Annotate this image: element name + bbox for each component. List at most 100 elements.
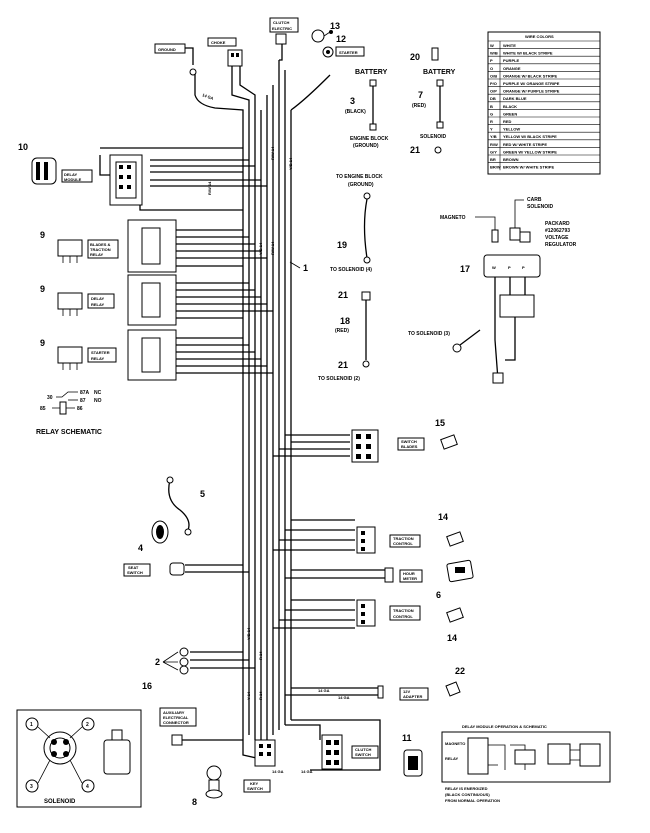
key-switch-label: KEY — [250, 781, 259, 786]
callout-20: 20 — [410, 52, 420, 62]
aux-label2: ELECTRICAL — [163, 715, 189, 720]
wire-color-code: W — [490, 43, 494, 48]
traction-control-1: TRACTION CONTROL 14 — [356, 512, 464, 554]
clutch-electric-connector: CLUTCH ELECTRIC — [269, 17, 299, 45]
adapter-12v: 14 GA 14 GA 12V ADAPTER 22 — [318, 666, 465, 701]
svg-text:W: W — [492, 265, 496, 270]
wire-color-name: WHITE — [503, 43, 516, 48]
wire-color-name: RED — [503, 119, 512, 124]
ground-connector: GROUND — [154, 43, 197, 76]
switch-blades: SWITCH BLADES 15 — [351, 418, 458, 463]
to-engine-ground-label: (GROUND) — [348, 182, 374, 188]
black-label: (BLACK) — [345, 109, 366, 115]
svg-text:RELAY IS ENERGIZED: RELAY IS ENERGIZED — [445, 786, 488, 791]
solenoid-term-2: 2 — [86, 722, 89, 728]
callout-11: 11 — [402, 733, 412, 743]
clutch-switch: CLUTCH SWITCH 14 GA — [301, 734, 379, 774]
delay-relay-label: DELAY — [91, 296, 105, 301]
callout-18: 18 — [340, 316, 350, 326]
callout-21a: 21 — [410, 145, 420, 155]
clutch-electric-label: CLUTCH — [273, 20, 290, 25]
seat-switch-label2: SWITCH — [127, 570, 143, 575]
callout-19: 19 — [337, 240, 347, 250]
battery-cables: BATTERY 3 (BLACK) ENGINE BLOCK (GROUND) … — [318, 47, 456, 382]
to-solenoid-2-label: TO SOLENOID (2) — [318, 376, 360, 382]
engine-ground-label: (GROUND) — [353, 143, 379, 149]
to-engine-block-label: TO ENGINE BLOCK — [336, 174, 383, 180]
traction-control-2: TRACTION CONTROL 14 — [356, 599, 464, 643]
wire-colors-title: WIRE COLORS — [525, 34, 554, 39]
key-switch-label2: SWITCH — [247, 786, 263, 791]
wire-code-4: Y/B 14 — [258, 242, 263, 255]
wire-color-code: B — [490, 104, 493, 109]
aux-connector: AUXILIARY ELECTRICAL CONNECTOR — [159, 707, 197, 746]
wire-code-7: R 14 — [258, 651, 263, 660]
wire-code-8: Y 14 — [246, 691, 251, 700]
callout-14b: 14 — [447, 633, 457, 643]
callout-5: 5 — [200, 489, 205, 499]
adapter-label: 12V — [403, 689, 410, 694]
blades-relay-label2: TRACTION — [90, 247, 111, 252]
seat-switch-label: SEAT — [128, 565, 139, 570]
pin-85: 85 — [40, 406, 46, 412]
callout-16: 16 — [142, 681, 152, 691]
wire-color-code: BR/W — [490, 165, 501, 170]
delay-module-label2: MODULE — [64, 177, 82, 182]
wire-color-name: BLACK — [503, 104, 517, 109]
traction-control-2-label: TRACTION — [393, 608, 414, 613]
wire-color-code: P/O — [490, 81, 497, 86]
blades-relay-label3: RELAY — [90, 252, 104, 257]
solenoid-term-1: 1 — [30, 722, 33, 728]
callout-9b: 9 — [40, 284, 45, 294]
wire-code-3: R/W 14 — [207, 181, 212, 195]
red-label: (RED) — [412, 103, 426, 109]
clutch-switch-label: CLUTCH — [355, 747, 372, 752]
pin-nc: NC — [94, 390, 102, 396]
callout-14a: 14 — [438, 512, 448, 522]
delay-relay: 9 DELAY RELAY — [40, 274, 177, 326]
wire-code-6: Y/B 14 — [246, 627, 251, 640]
wire-color-name: BROWN W/ WHITE STRIPE — [503, 165, 554, 170]
traction-control-1-label: TRACTION — [393, 536, 414, 541]
wire-color-name: ORANGE — [503, 66, 521, 71]
packard-label-1: PACKARD — [545, 221, 570, 227]
callout-9a: 9 — [40, 230, 45, 240]
clutch-electric-label2: ELECTRIC — [272, 26, 292, 31]
connector-2: 2 — [155, 647, 189, 675]
relay-schematic: 30 87A NC 87 NO 85 86 RELAY SCHEMATIC — [36, 390, 102, 436]
svg-text:P: P — [508, 265, 511, 270]
solenoid-title: SOLENOID — [44, 799, 76, 805]
wire-color-code: R/W — [490, 142, 498, 147]
callout-12: 12 — [336, 34, 346, 44]
solenoid-label: SOLENOID — [420, 134, 447, 140]
pin-no: NO — [94, 398, 102, 404]
gauge-14-b: 14 GA — [301, 769, 313, 774]
pin-87: 87 — [80, 398, 86, 404]
starter-label: STARTER — [339, 50, 358, 55]
delay-module: 10 DELAY MODULE — [18, 142, 143, 206]
wire-code-5: R/W 14 — [270, 241, 275, 255]
svg-text:(BLACK CONTINUOUS): (BLACK CONTINUOUS) — [445, 792, 490, 797]
wire-color-code: O/B — [490, 73, 497, 78]
callout-3: 3 — [350, 96, 355, 106]
wire-color-code: BR — [490, 157, 496, 162]
blades-traction-relay: 9 BLADES & TRACTION RELAY — [40, 219, 177, 273]
callout-7: 7 — [418, 90, 423, 100]
ground-label: GROUND — [158, 47, 176, 52]
wire-color-code: G — [490, 111, 493, 116]
callout-21b: 21 — [338, 290, 348, 300]
callout-1: 1 — [303, 263, 308, 273]
solenoid-term-4: 4 — [86, 784, 89, 790]
wire-code-ga: 14 GA — [202, 92, 215, 101]
carb-solenoid-label: SOLENOID — [527, 204, 554, 210]
svg-text:FROM NORMAL OPERATION: FROM NORMAL OPERATION — [445, 798, 500, 803]
wire-color-code: O — [490, 66, 493, 71]
main-harness — [99, 40, 385, 771]
battery-label-2: BATTERY — [423, 69, 456, 76]
clutch-switch-part: 11 — [402, 733, 423, 777]
seat-switch: 5 4 SEAT SWITCH — [123, 476, 205, 577]
delay-relay-label2: RELAY — [91, 302, 105, 307]
pin-87a: 87A — [80, 390, 90, 396]
